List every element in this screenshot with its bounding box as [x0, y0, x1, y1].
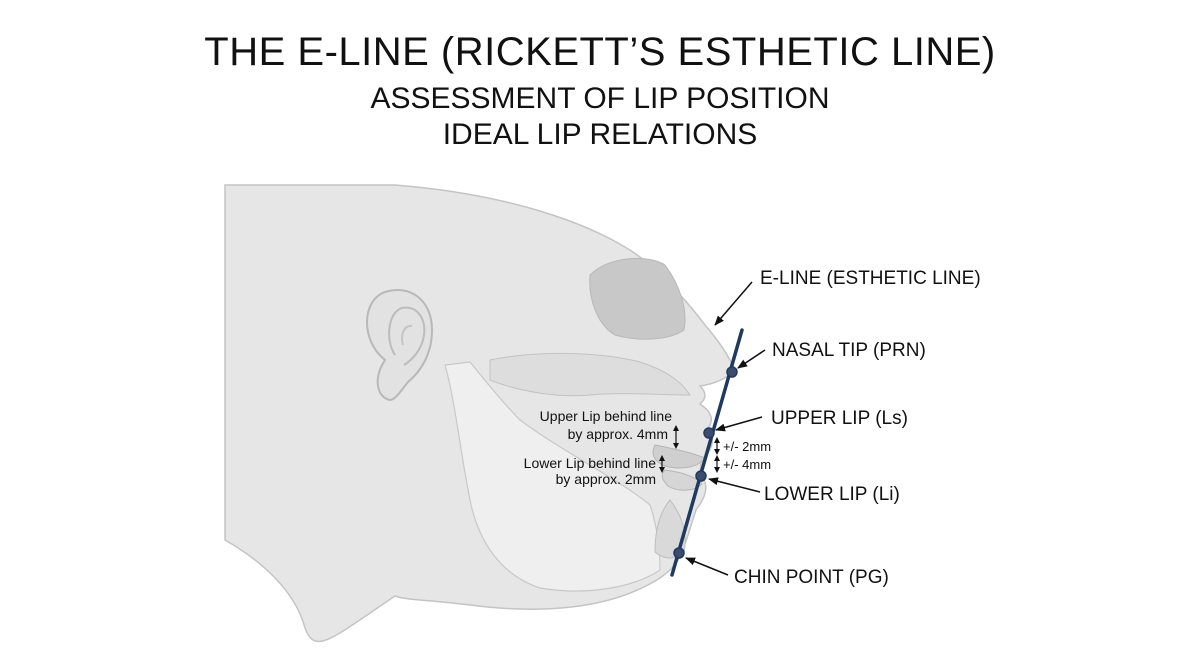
cheekbone-outline — [489, 352, 691, 397]
page-subtitle-2: IDEAL LIP RELATIONS — [442, 118, 758, 151]
nasal-tip-point — [726, 366, 738, 378]
lower-lip-label: LOWER LIP (Li) — [764, 484, 900, 505]
chin-bone — [654, 499, 686, 559]
lower-lip-point — [695, 470, 707, 482]
upper-lip-leader-arrow — [715, 416, 763, 432]
upper-lip-label: UPPER LIP (Ls) — [771, 408, 908, 429]
nasal-tip-leader-arrow — [737, 349, 766, 369]
e-line-leader-arrow — [714, 281, 753, 326]
page-title: THE E-LINE (RICKETT’S ESTHETIC LINE) — [204, 30, 996, 74]
lower-lip-note-line-2: by approx. 2mm — [556, 471, 656, 487]
lower-lip-note-line-1: Lower Lip behind line — [524, 455, 657, 471]
upper-lip-note-line-2: by approx. 4mm — [568, 426, 668, 442]
chin-point-label: CHIN POINT (PG) — [734, 567, 889, 588]
lower-measurement: +/- 4mm — [723, 457, 771, 472]
nasal-cavity-shade — [589, 257, 686, 340]
chin-point — [673, 547, 685, 559]
mandible-outline — [444, 361, 661, 592]
upper-lip-note-line-1: Upper Lip behind line — [540, 408, 673, 424]
upper-teeth — [652, 444, 706, 469]
chin-point-leader-arrow — [685, 557, 729, 576]
upper-measurement: +/- 2mm — [723, 439, 771, 454]
e-line-label: E-LINE (ESTHETIC LINE) — [760, 268, 981, 289]
ear — [366, 289, 434, 402]
page-subtitle-1: ASSESSMENT OF LIP POSITION — [370, 82, 830, 115]
upper-lip-point — [703, 427, 715, 439]
lower-teeth — [661, 469, 703, 491]
nasal-tip-label: NASAL TIP (PRN) — [772, 340, 926, 361]
lower-lip-leader-arrow — [708, 477, 761, 493]
